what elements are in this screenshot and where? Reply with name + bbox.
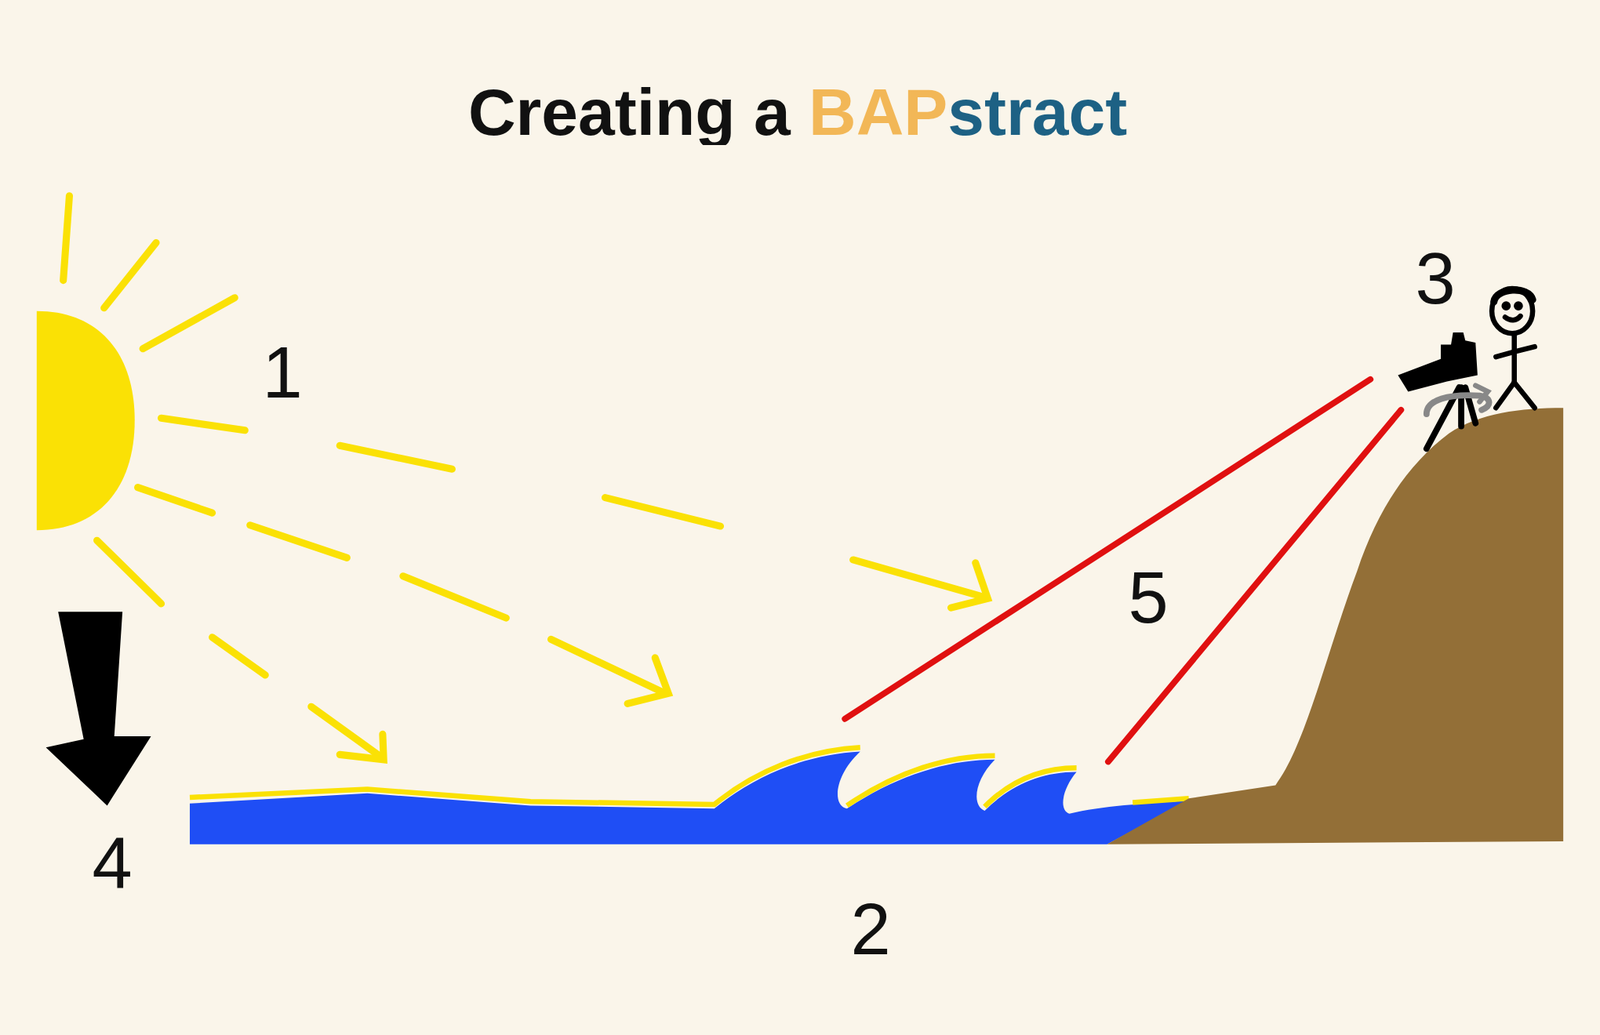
- cliff: [1107, 407, 1564, 845]
- view-lines: [844, 379, 1401, 763]
- callout-number: 5: [1127, 561, 1168, 634]
- sun-rays: [63, 196, 989, 760]
- callout-number: 2: [850, 893, 891, 966]
- sea: [189, 751, 1190, 844]
- callout-number: 1: [261, 336, 302, 409]
- sea-foam: [189, 747, 1190, 807]
- sun: [36, 311, 135, 531]
- photographer-figure: [1491, 288, 1535, 408]
- diagram-title: Creating a BAPstract: [468, 79, 1128, 146]
- down-arrow: [46, 611, 152, 806]
- callout-number: 4: [91, 826, 132, 899]
- callout-number: 3: [1414, 242, 1455, 315]
- camera-tripod: [1397, 332, 1489, 449]
